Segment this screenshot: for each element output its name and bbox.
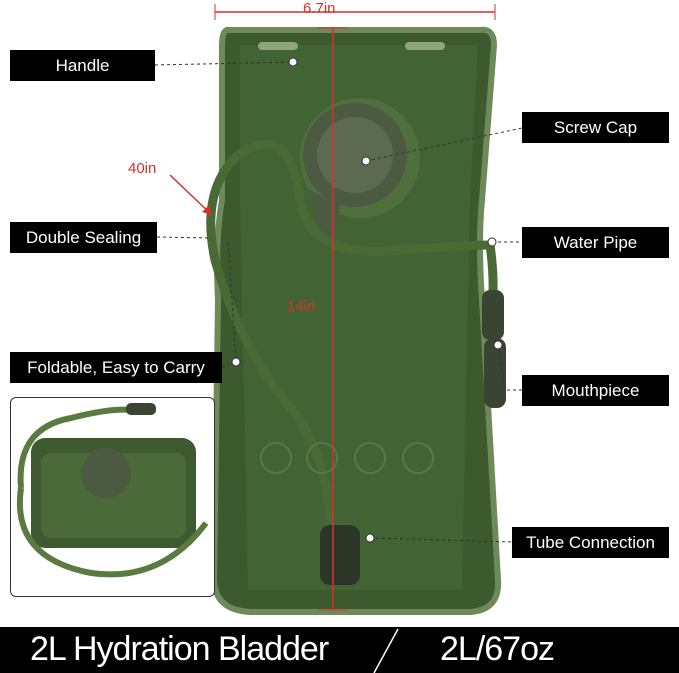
label-handle: Handle (10, 50, 155, 81)
label-mouthpiece: Mouthpiece (522, 375, 669, 406)
product-name: 2L Hydration Bladder (30, 630, 329, 668)
label-foldable: Foldable, Easy to Carry (10, 352, 222, 383)
label-tube-connection: Tube Connection (512, 527, 669, 558)
label-screw-cap: Screw Cap (522, 112, 669, 143)
width-dimension: 6.7in (303, 0, 336, 17)
height-dimension: 14in (287, 298, 316, 315)
tube-length-dimension: 40in (128, 160, 157, 177)
label-water-pipe: Water Pipe (522, 227, 669, 258)
folded-bladder-photo (10, 397, 215, 597)
capacity: 2L/67oz (440, 630, 555, 668)
label-double-sealing: Double Sealing (10, 222, 157, 253)
divider-slash (373, 628, 399, 673)
product-banner: 2L Hydration Bladder 2L/67oz (0, 627, 679, 673)
